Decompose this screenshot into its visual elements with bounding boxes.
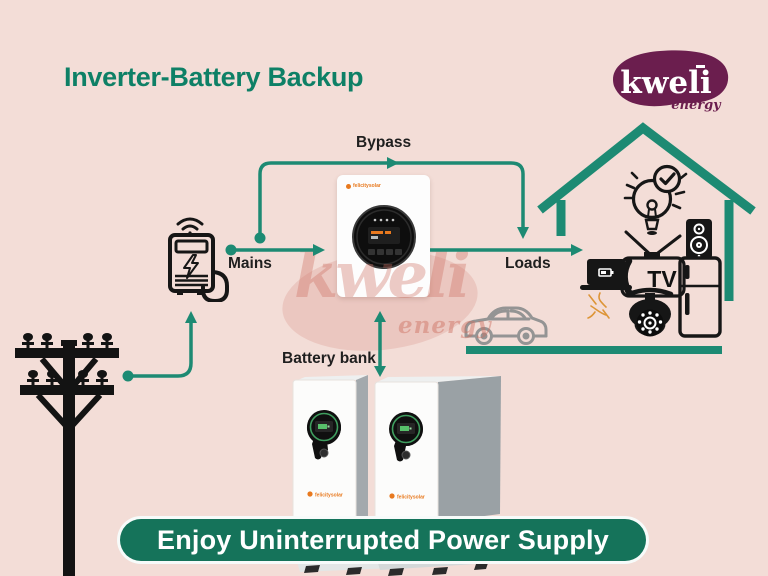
- fridge-icon: [676, 256, 724, 340]
- loads-label: Loads: [505, 255, 551, 272]
- speaker-icon: [684, 218, 714, 260]
- banner-text: Enjoy Uninterrupted Power Supply: [157, 524, 609, 555]
- battery-bank-label: Battery bank: [282, 350, 376, 367]
- watermark-brand: kweli: [294, 238, 471, 313]
- spark-rays: [623, 171, 688, 210]
- battery-unit: felicitysolar: [374, 376, 501, 523]
- wifi-icon: [176, 217, 204, 235]
- cctv-camera-icon: [624, 286, 676, 344]
- bottom-banner: Enjoy Uninterrupted Power Supply: [117, 516, 649, 564]
- grid-to-meter-line: [128, 322, 193, 378]
- logo-tagline-text: energy: [671, 98, 722, 113]
- svg-text:felicitysolar: felicitysolar: [397, 495, 425, 501]
- orange-scribble-icon: [585, 290, 613, 322]
- bypass-label: Bypass: [356, 134, 412, 151]
- lightbulb-check-icon: [612, 158, 692, 240]
- electric-meter-icon: [163, 210, 233, 302]
- utility-pole-icon: [8, 333, 130, 576]
- insulators: [22, 333, 113, 386]
- laptop-icon: [578, 258, 634, 294]
- check-circle: [652, 164, 682, 194]
- logo-brand-text: kweli: [620, 65, 711, 101]
- watermark-tagline: energy: [398, 312, 492, 339]
- battery-unit: felicitysolar: [292, 375, 368, 523]
- kweli-logo: kweli energy: [604, 44, 740, 116]
- house-icon: [455, 118, 765, 363]
- svg-text:felicitysolar: felicitysolar: [315, 493, 343, 499]
- page-title: Inverter-Battery Backup: [64, 62, 364, 92]
- logo-blob-shape: [613, 50, 729, 107]
- tv-label: TV: [647, 266, 677, 292]
- battery-brand: felicitysolar: [389, 493, 425, 501]
- logo-i-bar: [696, 65, 705, 68]
- mains-label: Mains: [228, 255, 272, 272]
- car-icon: [460, 298, 550, 348]
- battery-brand: felicitysolar: [307, 491, 343, 499]
